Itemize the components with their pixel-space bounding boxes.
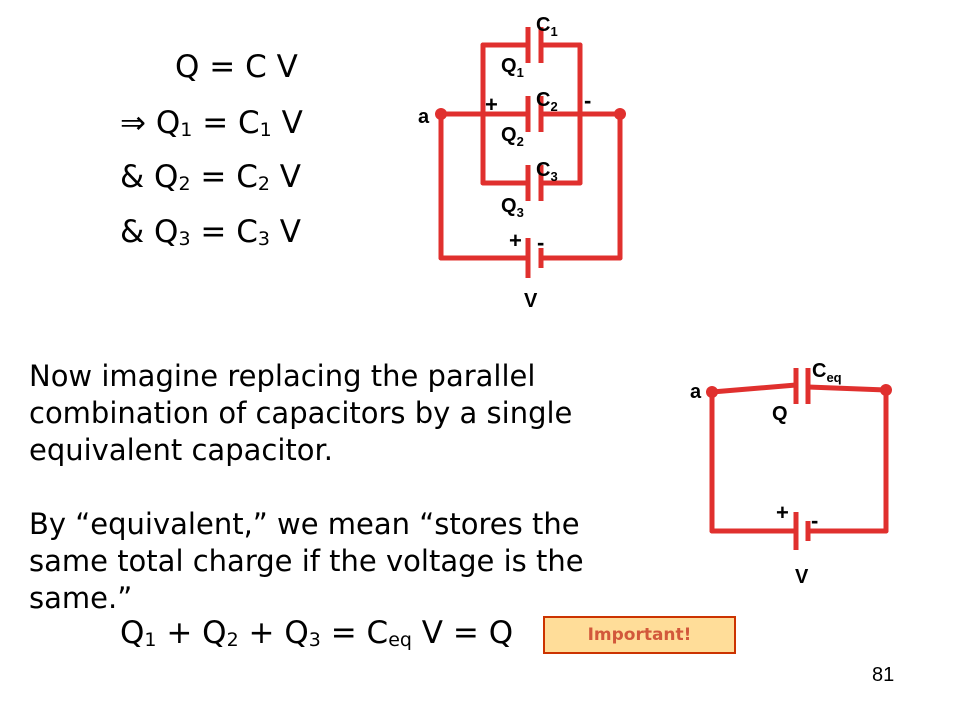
eq-q2-mid: = C [190,159,258,195]
eq-q2-end: V [269,159,302,195]
equivalent-wires [709,382,889,534]
sum-q2: + Q [156,615,227,651]
node-a-label: a [418,106,430,128]
q1-label: Q1 [501,55,524,80]
battery-minus-sign: - [537,230,544,255]
sum-ceq: = C [320,615,389,651]
eq-c3-sub: 3 [257,228,270,250]
node-a-dot [435,108,447,120]
equivalent-capacitor-plates [793,368,811,550]
implies-symbol: ⇒ [120,105,156,141]
ampersand: & [120,159,155,195]
eq-battery-plus-sign: + [776,500,789,525]
eq-c1-sub: 1 [259,119,272,141]
eq-battery-minus-sign: - [811,508,818,533]
ampersand: & [120,214,155,250]
eq-q1-base: Q [155,105,181,141]
sum-end: V = Q [411,615,514,651]
eq-node-a-dot [706,386,718,398]
q2-label: Q2 [501,124,524,149]
eq-q1-end: V [271,105,303,141]
voltage-label: V [524,290,538,312]
equation-q2: & Q2 = C2 V [120,159,302,195]
eq-q2-base: Q [154,159,179,195]
eq-q3-base: Q [154,214,179,250]
q3-label: Q3 [501,195,524,220]
eq-q3-mid: = C [190,214,258,250]
c2-label: C2 [536,89,558,114]
sum-ceq-sub: eq [388,629,412,651]
plus-sign: + [485,92,498,117]
paragraph-replace: Now imagine replacing the parallel combi… [29,359,573,467]
eq-charge-label: Q [772,403,788,425]
eq-rhs: = C V [199,49,298,85]
equation-sum: Q1 + Q2 + Q3 = Ceq V = Q [120,615,514,651]
eq-q1-sub: 1 [180,119,193,141]
equation-q-equals-cv: Q = C V [175,52,298,83]
eq-c2-sub: 2 [257,173,270,195]
sum-q3: + Q [238,615,309,651]
ceq-label: Ceq [812,360,842,385]
sum-q3-sub: 3 [308,629,321,651]
parallel-wires [438,42,623,261]
c3-label: C3 [536,159,558,184]
equation-q3: & Q3 = C3 V [120,214,302,250]
eq-q1-mid: = C [192,105,260,141]
eq-voltage-label: V [795,566,809,588]
minus-sign: - [584,88,591,113]
node-b-dot [614,108,626,120]
sum-q1-sub: 1 [144,629,157,651]
sum-q2-sub: 2 [226,629,239,651]
eq-q: Q [175,49,200,85]
eq-q2-sub: 2 [178,173,191,195]
parallel-capacitor-plates [525,27,544,278]
eq-q3-end: V [269,214,302,250]
eq-node-a-label: a [690,381,702,403]
battery-plus-sign: + [509,228,522,253]
important-badge: Important! [543,616,736,654]
page-number: 81 [872,664,895,686]
c1-label: C1 [536,14,558,39]
eq-q3-sub: 3 [178,228,191,250]
paragraph-equivalent: By “equivalent,” we mean “stores the sam… [29,507,584,615]
eq-node-b-dot [880,384,892,396]
equation-q1: ⇒ Q1 = C1 V [120,105,303,141]
sum-q1: Q [120,615,145,651]
